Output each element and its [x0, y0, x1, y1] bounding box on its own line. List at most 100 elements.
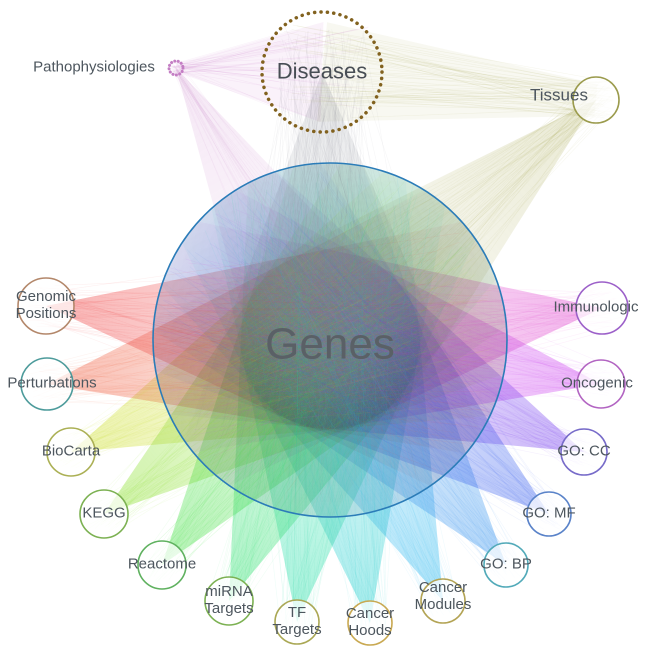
node-genes[interactable] [152, 162, 508, 518]
edge-line [261, 355, 571, 445]
edge-line [256, 237, 611, 375]
edge-line [358, 65, 366, 397]
edge-line [159, 323, 466, 562]
edge-line [350, 86, 444, 432]
edge-line [302, 95, 585, 103]
edge-line [248, 311, 544, 509]
edge-line [281, 243, 311, 613]
edge-line [260, 244, 496, 573]
node-genomic-positions[interactable] [17, 277, 75, 335]
edge-line [100, 335, 457, 513]
edge-line [38, 322, 397, 385]
edge-line [61, 301, 471, 366]
edge-line [307, 231, 509, 561]
node-cancer-hoods[interactable] [347, 600, 393, 646]
edge-line [309, 87, 426, 432]
edge-line [218, 372, 614, 381]
edge-line [310, 88, 590, 452]
edge-line [65, 215, 381, 466]
node-pathophysiologies[interactable] [167, 59, 185, 77]
edge-line [319, 240, 456, 593]
node-go-mf[interactable] [526, 491, 572, 537]
edge-line [241, 260, 582, 438]
edge-line [228, 229, 442, 600]
node-go-cc[interactable] [560, 428, 608, 476]
edge-line [118, 344, 408, 530]
edge-line [211, 317, 563, 528]
edge-line [245, 173, 320, 593]
node-tissues[interactable] [572, 76, 620, 124]
edge-line [335, 67, 377, 396]
edge-line [321, 97, 603, 461]
node-biocarta[interactable] [46, 427, 96, 477]
node-reactome[interactable] [137, 540, 187, 590]
edge-line [233, 242, 515, 556]
edge-line [185, 292, 576, 457]
edge-line [234, 270, 520, 564]
edge-line [46, 295, 415, 396]
edge-line [319, 49, 477, 439]
edge-line [247, 84, 282, 446]
edge-line [97, 204, 346, 506]
edge-line [69, 333, 433, 456]
edge-line [365, 297, 377, 614]
edge-line [316, 44, 334, 465]
edge-line [59, 314, 451, 371]
node-oncogenic[interactable] [576, 359, 626, 409]
edge-line [303, 195, 322, 629]
node-diseases[interactable] [260, 10, 384, 134]
edge-line [95, 229, 362, 500]
edge-line [368, 92, 603, 116]
edge-line [289, 250, 578, 449]
edge-line [263, 296, 555, 527]
edge-line [283, 253, 424, 608]
node-cancer-modules[interactable] [420, 578, 466, 624]
edge-line [77, 357, 382, 457]
edge-line [232, 213, 372, 612]
edge-line [289, 195, 418, 608]
edge-line [65, 365, 466, 442]
edge-line [279, 97, 367, 388]
edge-line [260, 236, 583, 464]
node-mirna-targets[interactable] [204, 576, 254, 626]
edge-line [174, 66, 417, 445]
edge-line [216, 212, 307, 592]
node-go-bp[interactable] [483, 542, 529, 588]
edge-line [241, 283, 326, 596]
node-tf-targets[interactable] [274, 599, 320, 645]
node-perturbations[interactable] [20, 357, 74, 411]
edge-line [315, 33, 320, 395]
edge-line [53, 319, 452, 402]
edge-line [283, 249, 539, 503]
edge-line [289, 48, 596, 106]
edge-line [175, 300, 414, 574]
edge-line [56, 382, 393, 390]
edge-line [221, 240, 512, 555]
edge-line [273, 76, 303, 482]
edge-line [258, 210, 436, 598]
node-immunologic[interactable] [575, 281, 629, 335]
edge-line [280, 227, 539, 522]
edge-line [345, 37, 600, 115]
node-kegg[interactable] [79, 489, 129, 539]
edge-line [271, 61, 318, 396]
edge-line [178, 254, 405, 572]
edge-line [312, 266, 368, 634]
edge-line [293, 82, 603, 89]
edge-line [214, 242, 381, 611]
edge-line [252, 290, 593, 327]
edge-line [224, 297, 615, 418]
edge-line [43, 278, 383, 366]
edge-line [65, 291, 422, 341]
edge-line [152, 259, 435, 556]
edge-line [209, 243, 575, 467]
edge-line [85, 294, 361, 438]
edge-line [55, 226, 422, 456]
edge-line [205, 95, 592, 418]
edge-line [172, 63, 396, 413]
edge-line [281, 229, 316, 607]
edge-line [290, 45, 324, 408]
edge-line [40, 322, 454, 368]
edge-line [285, 29, 330, 391]
edge-line [174, 67, 371, 387]
